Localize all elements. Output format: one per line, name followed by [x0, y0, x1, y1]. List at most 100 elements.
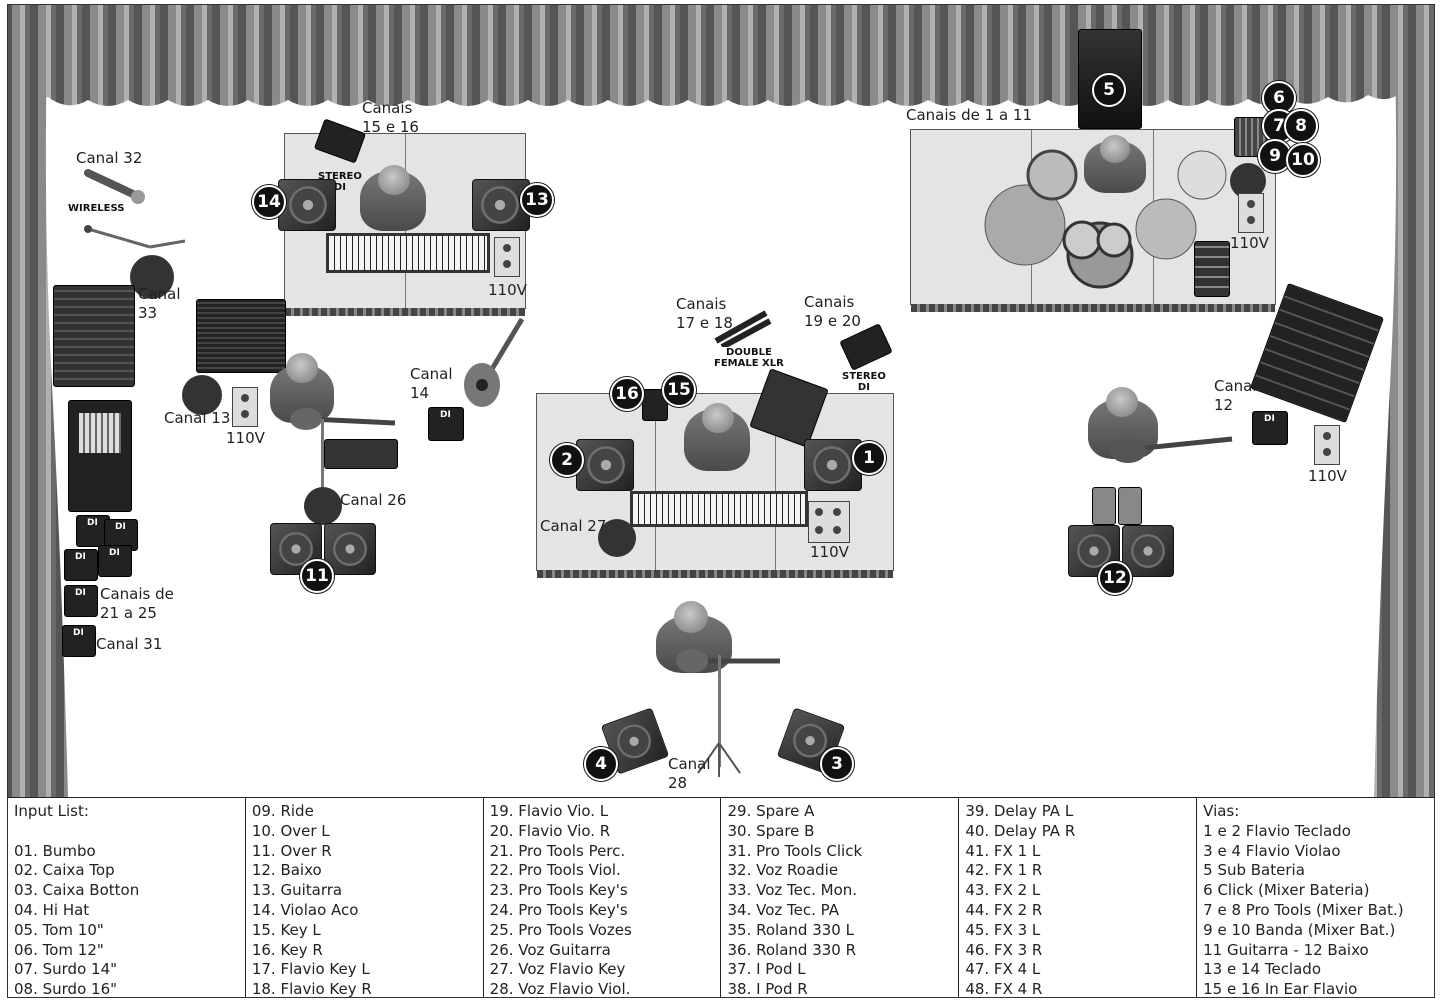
vias-column: Vias: 1 e 2 Flavio Teclado 3 e 4 Flavio …: [1197, 798, 1434, 998]
di-box-icon: DI: [62, 625, 96, 657]
monitor-wedge-12a: [1068, 525, 1120, 577]
list-item: 3 e 4 Flavio Violao: [1203, 841, 1341, 860]
list-item: 04. Hi Hat: [14, 900, 90, 919]
badge-13: 13: [520, 183, 554, 217]
list-item: 33. Voz Tec. Mon.: [727, 881, 858, 900]
badge-8: 8: [1284, 109, 1318, 143]
guitar-amp-icon: [196, 299, 286, 373]
stage-area: Canal 32 WIRELESS Canal 33 DI DI DI DI D…: [8, 5, 1434, 797]
list-item: 17. Flavio Key L: [251, 960, 370, 979]
label-canal-26: Canal 26: [340, 491, 407, 509]
list-item: 18. Flavio Key R: [251, 980, 372, 998]
keyboardist-head-icon: [378, 165, 410, 195]
list-item: 35. Roland 330 L: [727, 920, 854, 939]
label-canal-13: Canal 13: [164, 409, 231, 427]
di-box-icon: DI: [98, 545, 132, 577]
label-canais-15-e-16: Canais 15 e 16: [362, 99, 419, 136]
list-item: 41. FX 1 L: [965, 841, 1041, 860]
badge-12: 12: [1098, 561, 1132, 595]
list-item: 12. Baixo: [251, 861, 322, 880]
mic-stand-icon: [718, 655, 721, 767]
front-guitar-icon: [676, 649, 780, 673]
bassist-head-icon: [1106, 387, 1138, 417]
list-item: 6 Click (Mixer Bateria): [1203, 881, 1370, 900]
guitar-icon: [290, 408, 396, 430]
label-double-xlr: DOUBLE FEMALE XLR: [714, 347, 784, 369]
badge-14: 14: [252, 185, 286, 219]
pedalboard-icon: [324, 439, 398, 469]
label-stereo-di-2: STEREO DI: [842, 371, 886, 393]
list-item: 02. Caixa Top: [14, 861, 115, 880]
list-item: 11. Over R: [251, 841, 332, 860]
list-item: 13. Guitarra: [251, 881, 343, 900]
list-item: 43. FX 2 L: [965, 881, 1041, 900]
list-item: 1 e 2 Flavio Teclado: [1203, 821, 1351, 840]
badge-3: 3: [820, 747, 854, 781]
mixer-rack-icon: [53, 285, 135, 387]
label-canais-19-e-20: Canais 19 e 20: [804, 293, 861, 330]
list-item: 46. FX 3 R: [965, 940, 1043, 959]
xlr-cable-icon: [714, 310, 772, 347]
mic-stand-icon: [321, 419, 324, 499]
badge-2: 2: [550, 443, 584, 477]
list-item: 15. Key L: [251, 920, 321, 939]
list-item: 21. Pro Tools Perc.: [489, 841, 626, 860]
label-110v-a: 110V: [488, 281, 527, 299]
list-item: 9 e 10 Banda (Mixer Bat.): [1203, 920, 1396, 939]
list-item: 48. FX 4 R: [965, 980, 1043, 998]
bass-guitar-icon: [1110, 436, 1233, 463]
list-item: 15 e 16 In Ear Flavio: [1203, 980, 1358, 998]
badge-1: 1: [852, 441, 886, 475]
drummer-head-icon: [1100, 135, 1130, 163]
keyboard-icon: [630, 491, 808, 527]
badge-10: 10: [1286, 143, 1320, 177]
monitor-wedge-2: [576, 439, 634, 491]
outlet-icon: [232, 387, 258, 427]
label-wireless: WIRELESS: [68, 203, 125, 214]
label-stereo-di: STEREO DI: [318, 171, 362, 193]
mic-base-icon: [130, 255, 174, 299]
label-canal-31: Canal 31: [96, 635, 163, 653]
list-item: 25. Pro Tools Vozes: [489, 920, 632, 939]
badge-11: 11: [300, 559, 334, 593]
tripod-icon: [697, 742, 741, 777]
label-canal-12: Canal 12: [1214, 377, 1257, 414]
list-item: 23. Pro Tools Key's: [489, 881, 628, 900]
monitor-wedge-11b: [324, 523, 376, 575]
list-item: 39. Delay PA L: [965, 802, 1074, 820]
badge-16: 16: [610, 377, 644, 411]
list-item: 29. Spare A: [727, 802, 815, 820]
list-item: 5 Sub Bateria: [1203, 861, 1305, 880]
input-list-table: Input List: 01. Bumbo 02. Caixa Top 03. …: [8, 797, 1434, 998]
input-list-column-1: Input List: 01. Bumbo 02. Caixa Top 03. …: [8, 798, 246, 997]
keyboard-icon: [326, 233, 490, 273]
mic-stand-icon: [84, 225, 186, 249]
outlet-icon: [1238, 193, 1264, 233]
label-canais-21-a-25: Canais de 21 a 25: [100, 585, 174, 622]
badge-15: 15: [662, 373, 696, 407]
list-item: 45. FX 3 L: [965, 920, 1041, 939]
mic-base-icon: [304, 487, 342, 525]
list-item: 20. Flavio Vio. R: [489, 821, 611, 840]
outlet-icon: [808, 501, 850, 543]
wireless-mic-icon: [84, 169, 145, 204]
label-110v-b: 110V: [226, 429, 265, 447]
label-canais-1-a-11: Canais de 1 a 11: [906, 106, 1032, 124]
di-box-icon: DI: [64, 549, 98, 581]
list-item: 40. Delay PA R: [965, 821, 1076, 840]
list-item: 01. Bumbo: [14, 841, 96, 860]
list-item: 14. Violao Aco: [251, 900, 359, 919]
label-110v-c: 110V: [810, 543, 849, 561]
list-item: Input List:: [14, 802, 89, 820]
list-item: 13 e 14 Teclado: [1203, 960, 1321, 979]
list-item: 27. Voz Flavio Key: [489, 960, 626, 979]
list-item: 19. Flavio Vio. L: [489, 802, 609, 820]
list-item: 28. Voz Flavio Viol.: [489, 980, 631, 998]
label-canal-28: Canal 28: [668, 755, 711, 792]
monitor-wedge-14: [278, 179, 336, 231]
list-item: 34. Voz Tec. PA: [727, 900, 839, 919]
list-item: 24. Pro Tools Key's: [489, 900, 628, 919]
di-box-icon: DI: [428, 407, 464, 441]
list-item: 11 Guitarra - 12 Baixo: [1203, 940, 1369, 959]
monitor-wedge-12b: [1122, 525, 1174, 577]
